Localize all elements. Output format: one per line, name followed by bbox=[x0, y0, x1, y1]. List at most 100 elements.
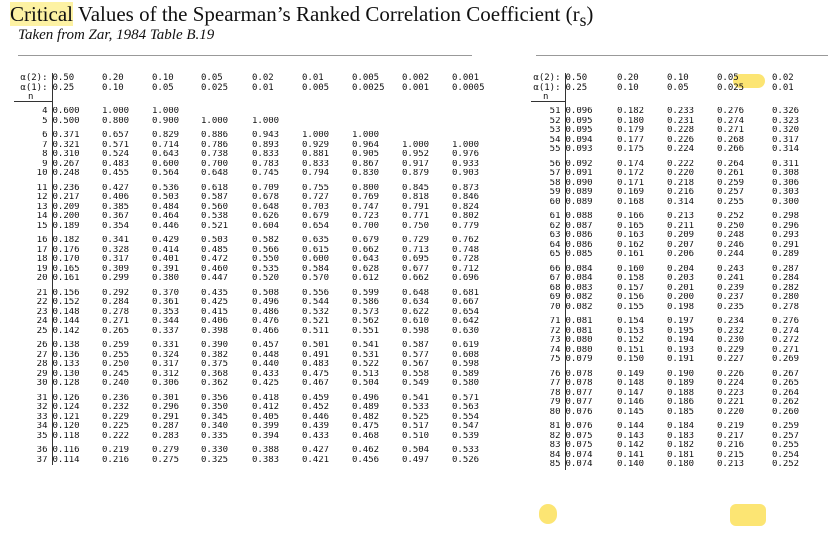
critical-value: 0.237 bbox=[717, 293, 745, 302]
alpha1-header: 0.0005 bbox=[452, 83, 485, 93]
critical-value: 0.220 bbox=[667, 169, 695, 178]
critical-value: 0.152 bbox=[52, 298, 80, 307]
critical-value: 0.517 bbox=[402, 422, 430, 431]
critical-value: 0.091 bbox=[565, 169, 593, 178]
critical-value: 0.475 bbox=[302, 369, 330, 379]
critical-value: 0.172 bbox=[617, 169, 645, 178]
critical-value: 0.255 bbox=[102, 350, 130, 360]
critical-value: 0.216 bbox=[717, 441, 745, 450]
critical-value: 0.325 bbox=[201, 455, 229, 465]
critical-value: 0.280 bbox=[772, 293, 800, 302]
n-value: 56 bbox=[531, 159, 566, 169]
alpha1-header: 0.05 bbox=[667, 83, 689, 93]
critical-value bbox=[252, 107, 302, 117]
critical-value: 0.232 bbox=[102, 403, 130, 412]
critical-value: 0.278 bbox=[102, 307, 130, 317]
critical-value: 0.472 bbox=[201, 255, 229, 264]
header-spacer bbox=[717, 93, 772, 102]
critical-value: 0.414 bbox=[152, 245, 180, 255]
critical-value: 0.095 bbox=[565, 126, 593, 135]
critical-value: 0.240 bbox=[102, 379, 130, 388]
critical-value: 0.584 bbox=[302, 264, 330, 274]
critical-value: 0.257 bbox=[717, 188, 745, 197]
critical-value: 0.146 bbox=[617, 398, 645, 407]
critical-value: 0.455 bbox=[102, 169, 130, 178]
critical-value: 0.818 bbox=[402, 193, 430, 202]
critical-value: 0.151 bbox=[617, 345, 645, 355]
n-value: 35 bbox=[14, 431, 53, 441]
critical-value: 0.094 bbox=[565, 135, 593, 145]
header-spacer bbox=[352, 93, 402, 102]
critical-value: 0.189 bbox=[52, 221, 80, 231]
critical-value: 0.521 bbox=[302, 317, 330, 326]
critical-value: 0.310 bbox=[52, 150, 80, 159]
critical-value: 0.425 bbox=[252, 379, 280, 388]
critical-value: 0.141 bbox=[617, 450, 645, 460]
critical-value: 0.153 bbox=[617, 326, 645, 336]
critical-value: 0.564 bbox=[152, 169, 180, 178]
n-header-row: n bbox=[531, 93, 822, 102]
critical-value: 0.418 bbox=[252, 393, 280, 403]
critical-value: 0.265 bbox=[772, 379, 800, 388]
critical-value: 0.158 bbox=[617, 274, 645, 283]
critical-value: 0.405 bbox=[252, 412, 280, 422]
critical-value: 0.427 bbox=[102, 183, 130, 193]
group-gap bbox=[14, 336, 500, 341]
critical-value: 0.791 bbox=[402, 202, 430, 212]
critical-value: 0.662 bbox=[352, 245, 380, 255]
critical-value: 0.147 bbox=[617, 388, 645, 398]
critical-value: 0.225 bbox=[102, 422, 130, 431]
n-value: 30 bbox=[14, 379, 53, 389]
critical-value: 0.335 bbox=[201, 431, 229, 441]
critical-value: 0.679 bbox=[302, 212, 330, 221]
critical-value: 0.248 bbox=[52, 169, 80, 178]
header-spacer bbox=[52, 93, 102, 102]
alpha2-header: 0.50 bbox=[52, 73, 75, 83]
critical-value: 0.709 bbox=[252, 183, 280, 193]
alpha2-header: 0.02 bbox=[772, 73, 794, 83]
n-value: 65 bbox=[531, 250, 566, 260]
left-table-top-rule bbox=[18, 55, 472, 56]
critical-value: 0.252 bbox=[717, 212, 745, 221]
gap-cell bbox=[531, 154, 566, 160]
critical-value: 0.075 bbox=[565, 441, 593, 450]
critical-value: 0.271 bbox=[772, 345, 800, 355]
critical-value: 0.427 bbox=[302, 446, 330, 455]
critical-value: 0.550 bbox=[252, 255, 280, 264]
critical-value: 0.243 bbox=[717, 264, 745, 274]
n-value: 64 bbox=[531, 240, 566, 250]
critical-value: 0.207 bbox=[667, 240, 695, 250]
critical-value: 0.881 bbox=[302, 150, 330, 159]
critical-value: 0.648 bbox=[402, 288, 430, 298]
critical-value: 0.745 bbox=[252, 169, 280, 178]
critical-value: 0.136 bbox=[52, 350, 80, 360]
critical-value: 0.547 bbox=[452, 422, 480, 431]
critical-value: 0.271 bbox=[102, 317, 130, 326]
critical-value: 0.786 bbox=[201, 140, 229, 150]
critical-value: 0.140 bbox=[617, 460, 645, 469]
n-value: 8 bbox=[14, 150, 53, 160]
critical-value: 0.571 bbox=[102, 140, 130, 150]
critical-value: 0.200 bbox=[667, 293, 695, 302]
alpha1-header: 0.25 bbox=[565, 83, 588, 93]
n-value: 15 bbox=[14, 221, 53, 231]
critical-value: 0.264 bbox=[717, 159, 745, 169]
critical-value: 0.255 bbox=[772, 441, 800, 450]
n-column-header: n bbox=[531, 93, 566, 102]
